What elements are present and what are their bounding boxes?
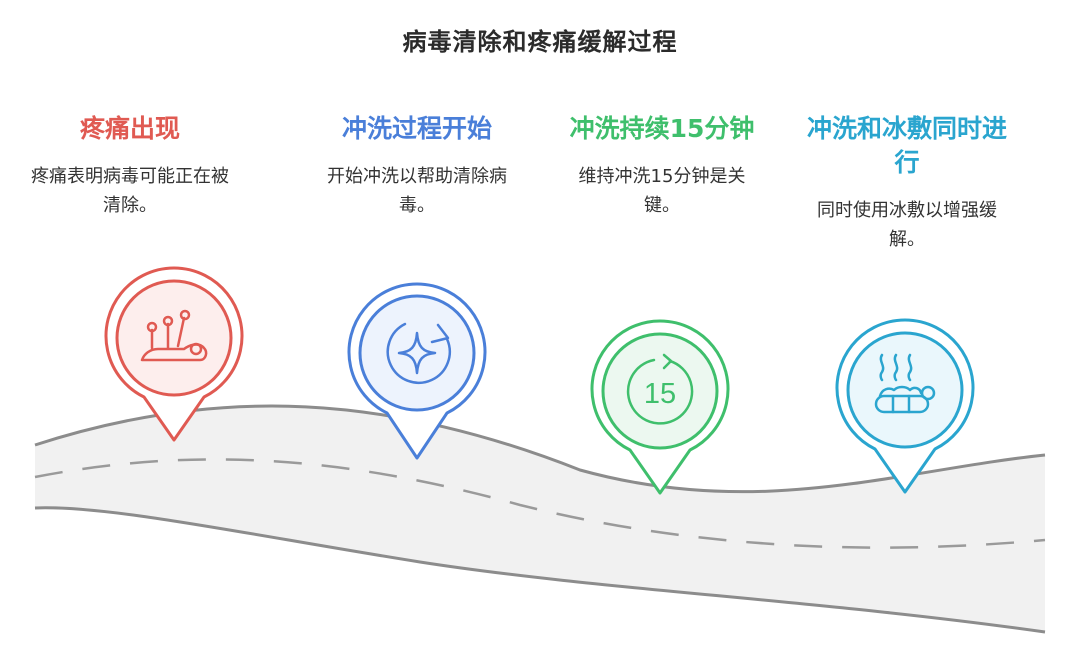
marker-flush-ice: [835, 318, 975, 494]
step-title: 冲洗持续15分钟: [569, 114, 755, 143]
step-description: 疼痛表明病毒可能正在被清除。: [31, 166, 229, 216]
sparkle-refresh-icon: [386, 322, 452, 384]
marker-flush-start: [347, 282, 487, 460]
timer-15-icon: 15: [626, 353, 694, 425]
step-flush-start: 冲洗过程开始 开始冲洗以帮助清除病毒。: [302, 112, 532, 220]
step-title: 冲洗和冰敷同时进行: [806, 114, 1007, 177]
acupuncture-icon: [140, 309, 208, 362]
step-flush-ice: 冲洗和冰敷同时进行 同时使用冰敷以增强缓解。: [792, 112, 1022, 254]
step-title: 疼痛出现: [79, 114, 180, 143]
step-flush-15min: 冲洗持续15分钟 维持冲洗15分钟是关键。: [547, 112, 777, 220]
step-title: 冲洗过程开始: [341, 114, 492, 143]
ice-pack-icon: [874, 353, 936, 414]
step-description: 开始冲洗以帮助清除病毒。: [327, 166, 507, 216]
road-bottom-edge: [34, 506, 1046, 634]
marker-pain: [104, 266, 244, 442]
step-description: 同时使用冰敷以增强缓解。: [817, 200, 997, 250]
page-title: 病毒清除和疼痛缓解过程: [402, 28, 678, 56]
road-center-line: [34, 458, 1046, 549]
step-description: 维持冲洗15分钟是关键。: [578, 166, 746, 216]
timer-label: 15: [644, 378, 676, 410]
marker-flush-15min: 15: [590, 319, 730, 495]
step-pain: 疼痛出现 疼痛表明病毒可能正在被清除。: [15, 112, 245, 220]
